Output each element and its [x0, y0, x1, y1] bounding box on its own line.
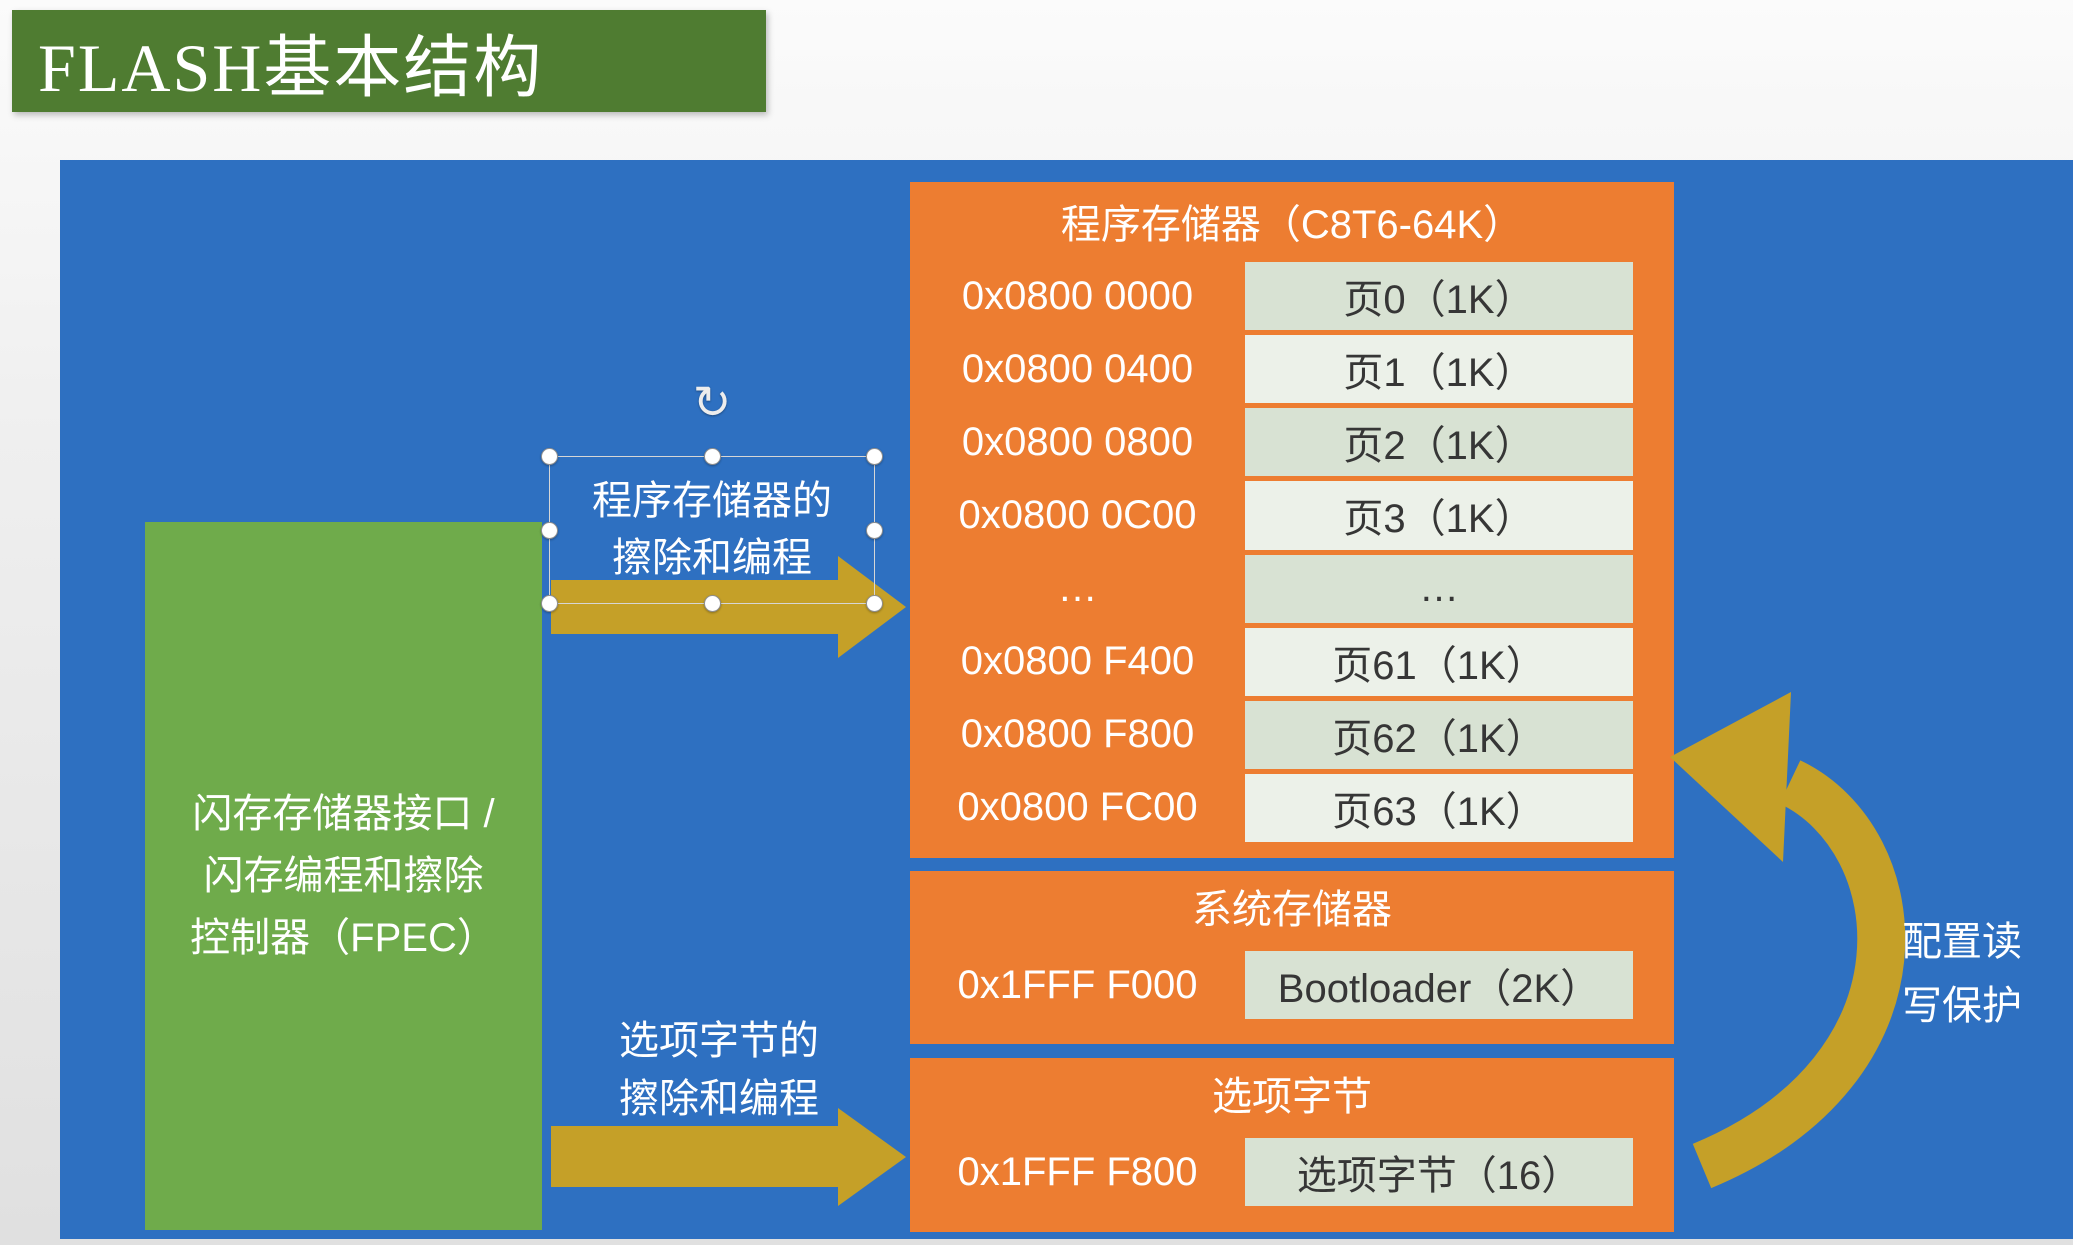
row-page-cell: 选项字节（16）	[1245, 1138, 1633, 1206]
row-page-cell: 页63（1K）	[1245, 773, 1633, 842]
program-erase-label-line: 擦除和编程	[612, 536, 812, 580]
selection-handle-top-left[interactable]	[541, 448, 558, 465]
row-address: 0x0800 F800	[960, 712, 1195, 757]
selection-handle-middle-left[interactable]	[541, 522, 558, 539]
row-page-cell: 页3（1K）	[1245, 481, 1633, 550]
selection-handle-bottom-right[interactable]	[866, 595, 883, 612]
program-memory-box[interactable]: 程序存储器（C8T6-64K） 0x0800 0000 页0（1K） 0x080…	[910, 182, 1674, 858]
row-page-cell: 页2（1K）	[1245, 408, 1633, 477]
rotate-handle-icon[interactable]: ↻	[692, 376, 732, 428]
fpec-box[interactable]: 闪存存储器接口 / 闪存编程和擦除 控制器（FPEC）	[145, 522, 542, 1230]
table-row: 0x0800 F400 页61（1K）	[910, 627, 1633, 696]
page-title: FLASH基本结构	[12, 10, 766, 112]
row-page-cell: 页0（1K）	[1245, 262, 1633, 331]
system-memory-box[interactable]: 系统存储器 0x1FFF F000 Bootloader（2K）	[910, 871, 1674, 1044]
table-row: … …	[910, 554, 1633, 623]
table-row: 0x0800 0400 页1（1K）	[910, 335, 1633, 404]
table-row: 0x0800 F800 页62（1K）	[910, 700, 1633, 769]
program-memory-title: 程序存储器（C8T6-64K）	[1060, 203, 1524, 247]
option-erase-label-line: 擦除和编程	[619, 1077, 819, 1121]
table-row: 0x0800 0000 页0（1K）	[910, 262, 1633, 331]
table-row: 0x1FFF F000 Bootloader（2K）	[910, 951, 1633, 1019]
rw-protect-label[interactable]: 配置读 写保护	[1884, 910, 2040, 1038]
fpec-line: 闪存编程和擦除	[203, 854, 484, 898]
row-address: …	[1057, 566, 1098, 611]
rw-protect-label-line: 配置读	[1902, 920, 2022, 964]
program-memory-table: 0x0800 0000 页0（1K） 0x0800 0400 页1（1K） 0x…	[910, 262, 1633, 842]
row-address: 0x0800 0800	[961, 419, 1194, 464]
row-address: 0x1FFF F800	[957, 1149, 1198, 1194]
row-address: 0x0800 0400	[961, 346, 1194, 391]
fpec-line: 控制器（FPEC）	[190, 916, 497, 960]
row-address: 0x0800 F400	[960, 639, 1195, 684]
option-erase-label-line: 选项字节的	[619, 1019, 819, 1063]
option-bytes-box[interactable]: 选项字节 0x1FFF F800 选项字节（16）	[910, 1058, 1674, 1232]
row-address: 0x0800 0C00	[958, 492, 1197, 537]
row-address: 0x0800 0000	[961, 273, 1194, 318]
row-address: 0x1FFF F000	[957, 962, 1198, 1007]
row-page-cell: …	[1245, 554, 1633, 623]
row-page-cell: 页61（1K）	[1245, 627, 1633, 696]
table-row: 0x0800 0C00 页3（1K）	[910, 481, 1633, 550]
selection-handle-top-middle[interactable]	[704, 448, 721, 465]
selection-handle-bottom-middle[interactable]	[704, 595, 721, 612]
option-erase-label[interactable]: 选项字节的 擦除和编程	[594, 1012, 844, 1128]
row-address: 0x0800 FC00	[957, 785, 1198, 830]
option-bytes-title: 选项字节	[1212, 1075, 1372, 1119]
row-page-cell: 页1（1K）	[1245, 335, 1633, 404]
selection-handle-top-right[interactable]	[866, 448, 883, 465]
row-page-cell: Bootloader（2K）	[1245, 951, 1633, 1019]
fpec-line: 闪存存储器接口 /	[192, 792, 495, 836]
table-row: 0x0800 0800 页2（1K）	[910, 408, 1633, 477]
selection-handle-bottom-left[interactable]	[541, 595, 558, 612]
system-memory-title: 系统存储器	[1192, 888, 1392, 932]
table-row: 0x1FFF F800 选项字节（16）	[910, 1138, 1633, 1206]
rw-protect-label-line: 写保护	[1902, 984, 2022, 1028]
table-row: 0x0800 FC00 页63（1K）	[910, 773, 1633, 842]
program-erase-label-line: 程序存储器的	[592, 479, 832, 523]
row-page-cell: 页62（1K）	[1245, 700, 1633, 769]
selection-handle-middle-right[interactable]	[866, 522, 883, 539]
program-erase-textbox-selected[interactable]: ↻ 程序存储器的 擦除和编程	[541, 379, 883, 612]
